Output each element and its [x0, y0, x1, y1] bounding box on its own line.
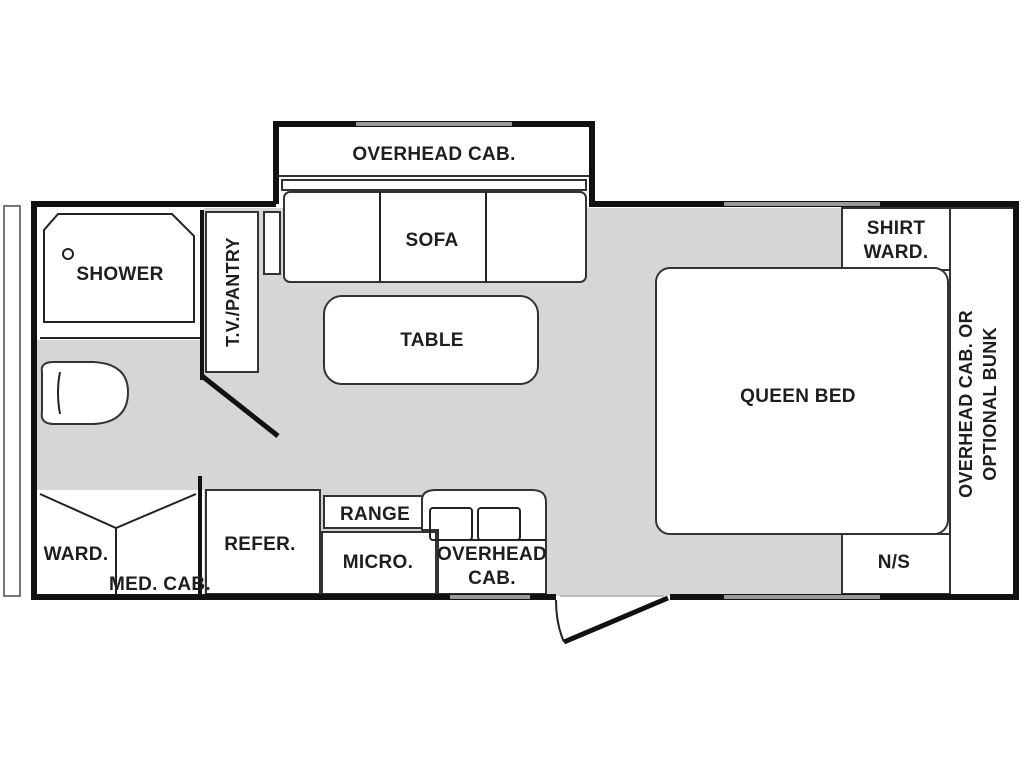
sofa — [283, 191, 587, 283]
med-cab-label: MED. CAB. — [109, 574, 211, 595]
bedroom — [655, 207, 1015, 597]
overhead-cab-kitchen-label-line1: OVERHEAD — [437, 544, 547, 565]
slide-out — [263, 125, 591, 283]
overhead-cab-kitchen-label-line2: CAB. — [468, 568, 516, 589]
dinette-table — [323, 295, 539, 385]
range — [323, 495, 435, 529]
table-label: TABLE — [400, 330, 463, 351]
bathroom-door — [200, 210, 280, 438]
shirt-ward-label-line2: WARD. — [864, 242, 929, 263]
wardrobe-med-cab — [36, 476, 204, 596]
kitchen — [205, 489, 547, 595]
shower-drain-icon — [62, 248, 74, 260]
nightstand — [841, 533, 951, 595]
sofa-label: SOFA — [406, 230, 459, 251]
overhead-cab-top-label: OVERHEAD CAB. — [352, 144, 515, 165]
queen-bed — [655, 267, 949, 535]
overhead-cab-or-bunk-label-line1: OVERHEAD CAB. OR — [956, 310, 976, 498]
micro-label: MICRO. — [343, 552, 413, 573]
overhead-cab-or-bunk — [949, 207, 1015, 597]
ward-label: WARD. — [44, 544, 109, 565]
tv-pantry-cabinet — [205, 211, 259, 373]
exterior-walls — [31, 121, 1019, 600]
overhead-cab-top — [277, 125, 591, 177]
queen-bed-label: QUEEN BED — [740, 386, 856, 407]
range-label: RANGE — [340, 504, 410, 525]
tv-pantry-label: T.V./PANTRY — [223, 237, 243, 347]
shower-stall — [43, 213, 195, 323]
refer-label: REFER. — [224, 534, 295, 555]
shirt-ward-label-line1: SHIRT — [867, 218, 926, 239]
bathroom — [36, 208, 204, 425]
shirt-wardrobe — [841, 207, 951, 271]
rear-bumper — [3, 205, 21, 597]
toilet — [40, 361, 130, 425]
shower-label: SHOWER — [76, 264, 163, 285]
refrigerator — [205, 489, 321, 595]
microwave — [321, 531, 437, 595]
kitchen-counter — [421, 489, 547, 595]
overhead-cab-or-bunk-label-line2: OPTIONAL BUNK — [980, 327, 1000, 481]
entry-door — [555, 595, 669, 645]
nightstand-label: N/S — [878, 552, 911, 573]
